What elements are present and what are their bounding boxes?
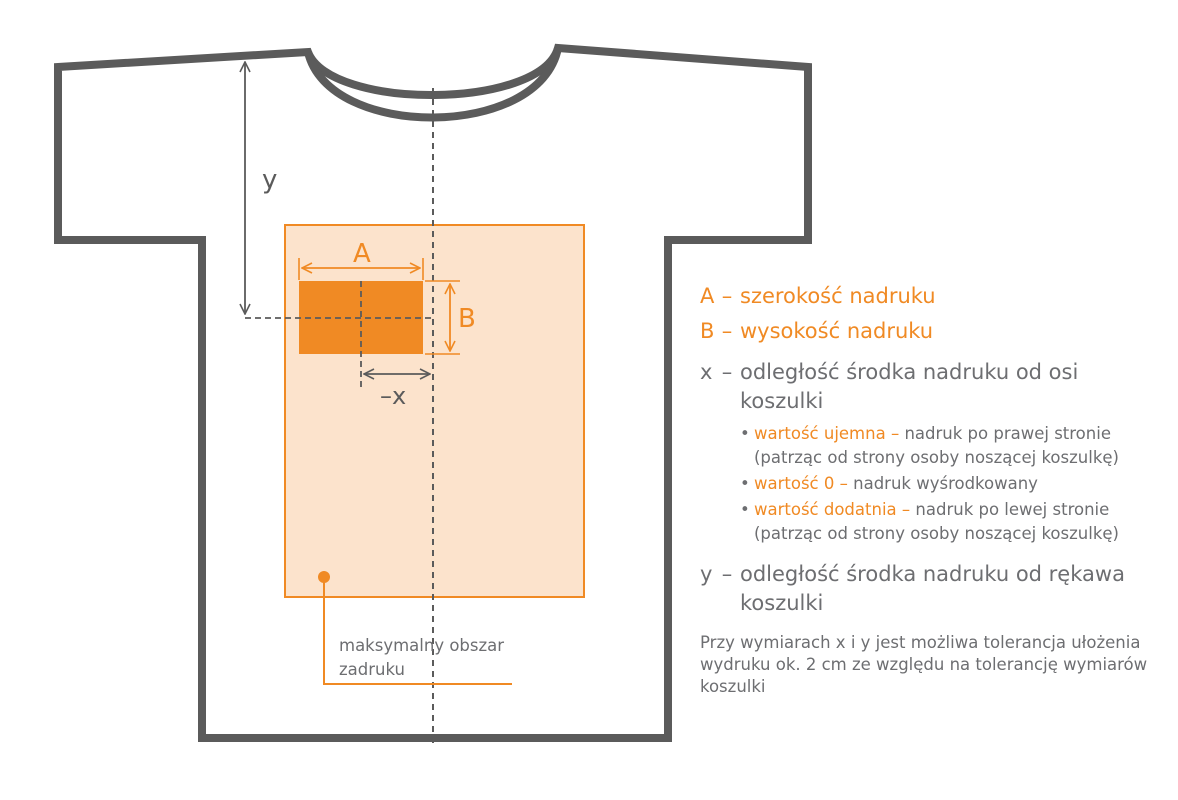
neck-band [304, 47, 562, 122]
legend-x-positive-sep: – [896, 500, 916, 519]
legend-y-dash: – [721, 562, 733, 586]
legend-x-zero-sep: – [834, 474, 854, 493]
legend-x-dash: – [721, 360, 733, 384]
legend-x-positive-desc: nadruk po lewej stronie (patrząc od stro… [754, 500, 1119, 543]
legend-b-key: B [700, 319, 715, 343]
legend-y-key: y [700, 562, 713, 586]
legend-b: B – wysokość nadruku [700, 317, 1160, 346]
legend-x-zero-desc: nadruk wyśrodkowany [853, 474, 1038, 493]
legend-x-zero: wartość 0 – nadruk wyśrodkowany [740, 472, 1160, 496]
legend-x-positive-term: wartość dodatnia [754, 500, 897, 519]
legend-a-dash: – [721, 284, 733, 308]
max-area-label-line1: maksymalny obszar [339, 636, 504, 655]
legend-a-text: szerokość nadruku [740, 284, 936, 308]
legend-x-key: x [700, 360, 713, 384]
legend-x-negative: wartość ujemna – nadruk po prawej stroni… [740, 422, 1160, 470]
legend-x-negative-term: wartość ujemna [754, 424, 886, 443]
b-label: B [458, 304, 476, 334]
legend-x-negative-desc: nadruk po prawej stronie (patrząc od str… [754, 424, 1119, 467]
legend-x-negative-sep: – [885, 424, 905, 443]
legend-y-text: odległość środka nadruku od rękawa koszu… [740, 562, 1125, 615]
legend-x: x – odległość środka nadruku od osi kosz… [700, 358, 1160, 416]
max-area-leader-line [323, 577, 512, 685]
legend-b-dash: – [721, 319, 733, 343]
legend-y: y – odległość środka nadruku od rękawa k… [700, 560, 1160, 618]
legend-x-text: odległość środka nadruku od osi koszulki [740, 360, 1079, 413]
tolerance-note: Przy wymiarach x i y jest możliwa tolera… [700, 633, 1148, 696]
legend-x-values: wartość ujemna – nadruk po prawej stroni… [700, 422, 1160, 546]
legend-a: A – szerokość nadruku [700, 282, 1160, 311]
a-label: A [353, 239, 371, 269]
legend-b-text: wysokość nadruku [740, 319, 934, 343]
max-area-label-line2: zadruku [339, 660, 405, 679]
legend-x-zero-term: wartość 0 [754, 474, 835, 493]
x-label: –x [380, 382, 406, 410]
legend: A – szerokość nadruku B – wysokość nadru… [700, 282, 1160, 698]
legend-x-positive: wartość dodatnia – nadruk po lewej stron… [740, 498, 1160, 546]
y-label: y [262, 165, 277, 195]
legend-a-key: A [700, 284, 715, 308]
